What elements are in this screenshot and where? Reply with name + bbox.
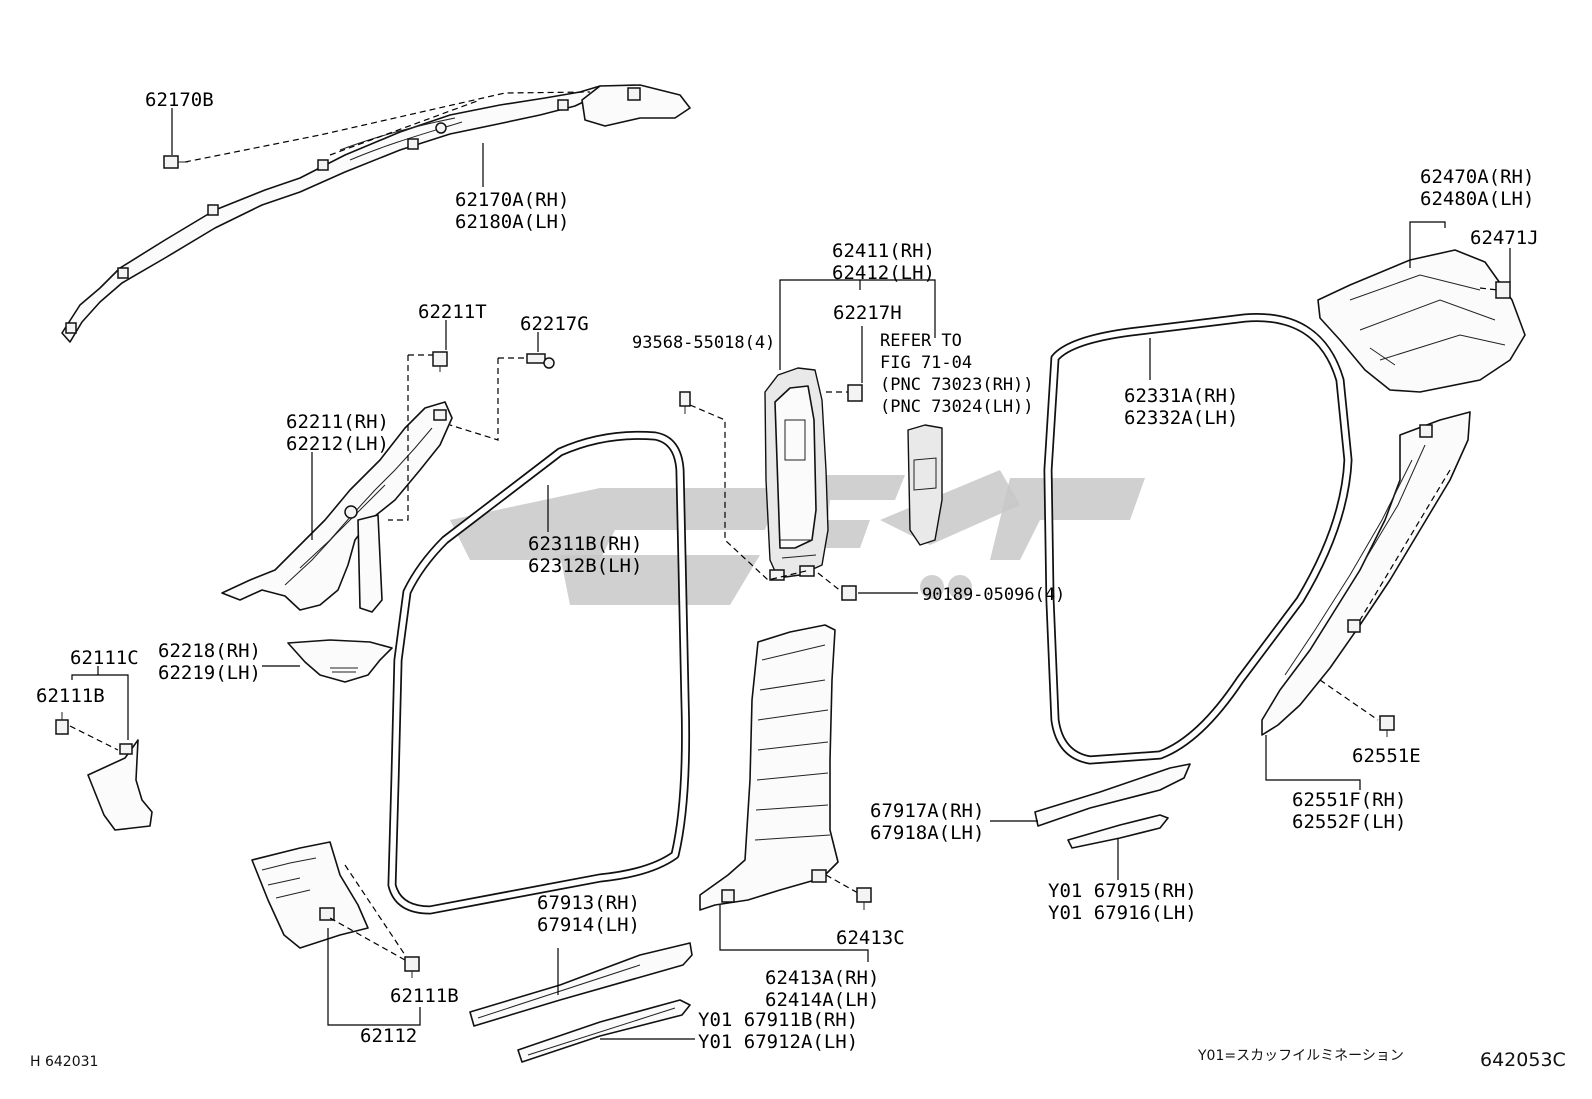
leader-62111C — [71, 666, 129, 740]
label-62413C: 62413C — [836, 927, 905, 949]
dash-62551F-a — [1359, 469, 1451, 621]
label-refer-to: REFER TO — [880, 331, 962, 351]
label-62311B-rh: 62311B(RH) — [528, 533, 642, 555]
dash-airbag-bolt-2 — [329, 99, 481, 156]
front-door-seal-62311B — [387, 430, 691, 915]
cowl-trim-62111C — [87, 739, 153, 831]
rear-scuff-plate-67917A — [1034, 763, 1191, 827]
cowl-side-trim-62112 — [251, 841, 369, 949]
label-67912A-lh: Y01 67912A(LH) — [698, 1031, 858, 1053]
bolt-62170B — [163, 155, 188, 169]
label-67917A-rh: 67917A(RH) — [870, 800, 984, 822]
part-labels: 62170B 62170A(RH) 62180A(LH) 62211T 6221… — [36, 89, 1539, 1053]
label-62411-rh: 62411(RH) — [832, 240, 935, 262]
label-67916-lh: Y01 67916(LH) — [1048, 902, 1197, 924]
label-62112: 62112 — [360, 1025, 417, 1047]
label-67915-rh: Y01 67915(RH) — [1048, 880, 1197, 902]
label-62111B-b: 62111B — [390, 985, 459, 1007]
package-tray-side-trim-62470A — [1317, 249, 1526, 393]
speaker-cover-62218 — [287, 639, 393, 683]
dash-62211T — [388, 355, 409, 521]
clip-62413C — [856, 887, 872, 910]
watermark-logo — [450, 470, 1145, 605]
dash-90189 — [817, 572, 843, 593]
label-62414A-lh: 62414A(LH) — [765, 989, 879, 1011]
screw-93568 — [679, 391, 691, 414]
clip-62211T — [432, 351, 448, 372]
label-fig-71-04: FIG 71-04 — [880, 353, 972, 373]
footer-right-code: 642053C — [1480, 1049, 1566, 1071]
dash-93568 — [689, 404, 811, 581]
b-pillar-upper-trim-62411 — [764, 367, 829, 581]
a-pillar-trim-62211 — [221, 401, 453, 613]
curtain-airbag-62170A — [61, 84, 691, 343]
footer-legend: Y01=スカッフイルミネーション — [1197, 1048, 1404, 1064]
label-62480A-lh: 62480A(LH) — [1420, 188, 1534, 210]
dash-62551E — [1319, 679, 1379, 721]
label-67914-lh: 67914(LH) — [537, 914, 640, 936]
label-62552F-lh: 62552F(LH) — [1292, 811, 1406, 833]
label-62211T: 62211T — [418, 301, 487, 323]
label-62412-lh: 62412(LH) — [832, 262, 935, 284]
label-67913-rh: 67913(RH) — [537, 892, 640, 914]
screw-62217G — [526, 353, 555, 369]
dash-airbag-bolt — [184, 91, 591, 163]
footer: H 642031 Y01=スカッフイルミネーション 642053C — [30, 1048, 1566, 1071]
clip-62471J — [1495, 281, 1511, 299]
rear-door-seal-62331A — [1043, 313, 1353, 765]
clip-62111B-b — [404, 956, 420, 978]
leader-62411 — [779, 279, 936, 370]
label-pnc-73023: (PNC 73023(RH)) — [880, 375, 1034, 395]
label-67918A-lh: 67918A(LH) — [870, 822, 984, 844]
label-90189: 90189-05096(4) — [922, 585, 1065, 605]
label-62211-rh: 62211(RH) — [286, 411, 389, 433]
dash-62111B-c — [344, 864, 406, 956]
clip-62217H — [847, 384, 863, 402]
footer-left-code: H 642031 — [30, 1054, 98, 1070]
label-62471J: 62471J — [1470, 227, 1539, 249]
dash-62413C — [825, 874, 859, 894]
label-62470A-rh: 62470A(RH) — [1420, 166, 1534, 188]
label-62219-lh: 62219(LH) — [158, 662, 261, 684]
leader-62413A — [719, 905, 869, 962]
label-62551F-rh: 62551F(RH) — [1292, 789, 1406, 811]
label-62170B: 62170B — [145, 89, 214, 111]
seat-belt-cover-ref-73023 — [907, 424, 943, 546]
rear-scuff-plate-67915 — [1067, 814, 1169, 849]
dash-62217G — [449, 358, 499, 441]
label-62217H: 62217H — [833, 302, 902, 324]
label-62218-rh: 62218(RH) — [158, 640, 261, 662]
b-pillar-lower-trim-62413A — [699, 624, 839, 911]
label-pnc-73024: (PNC 73024(LH)) — [880, 397, 1034, 417]
label-62217G: 62217G — [520, 313, 589, 335]
label-62331A-rh: 62331A(RH) — [1124, 385, 1238, 407]
label-62312B-lh: 62312B(LH) — [528, 555, 642, 577]
leader-62112 — [327, 928, 421, 1026]
leader-62551F — [1265, 735, 1361, 790]
label-62332A-lh: 62332A(LH) — [1124, 407, 1238, 429]
front-scuff-plate-67911B — [517, 999, 691, 1063]
roof-side-trim-62551F — [1261, 411, 1471, 736]
dash-62471J — [1479, 287, 1499, 291]
clip-62111B-a — [55, 712, 69, 735]
label-62180A-lh: 62180A(LH) — [455, 211, 569, 233]
label-93568: 93568-55018(4) — [632, 333, 775, 353]
label-62111C: 62111C — [70, 647, 139, 669]
clip-62551E — [1379, 715, 1395, 737]
label-62212-lh: 62212(LH) — [286, 433, 389, 455]
dash-62111B-b — [329, 917, 406, 961]
dash-62111B-a — [69, 725, 119, 751]
label-62413A-rh: 62413A(RH) — [765, 967, 879, 989]
label-62111B-a: 62111B — [36, 685, 105, 707]
nut-90189 — [841, 585, 857, 601]
label-67911B-rh: Y01 67911B(RH) — [698, 1009, 858, 1031]
leader-62470A — [1409, 221, 1446, 268]
label-62551E: 62551E — [1352, 745, 1421, 767]
label-62170A-rh: 62170A(RH) — [455, 189, 569, 211]
front-scuff-plate-67913 — [469, 942, 693, 1027]
